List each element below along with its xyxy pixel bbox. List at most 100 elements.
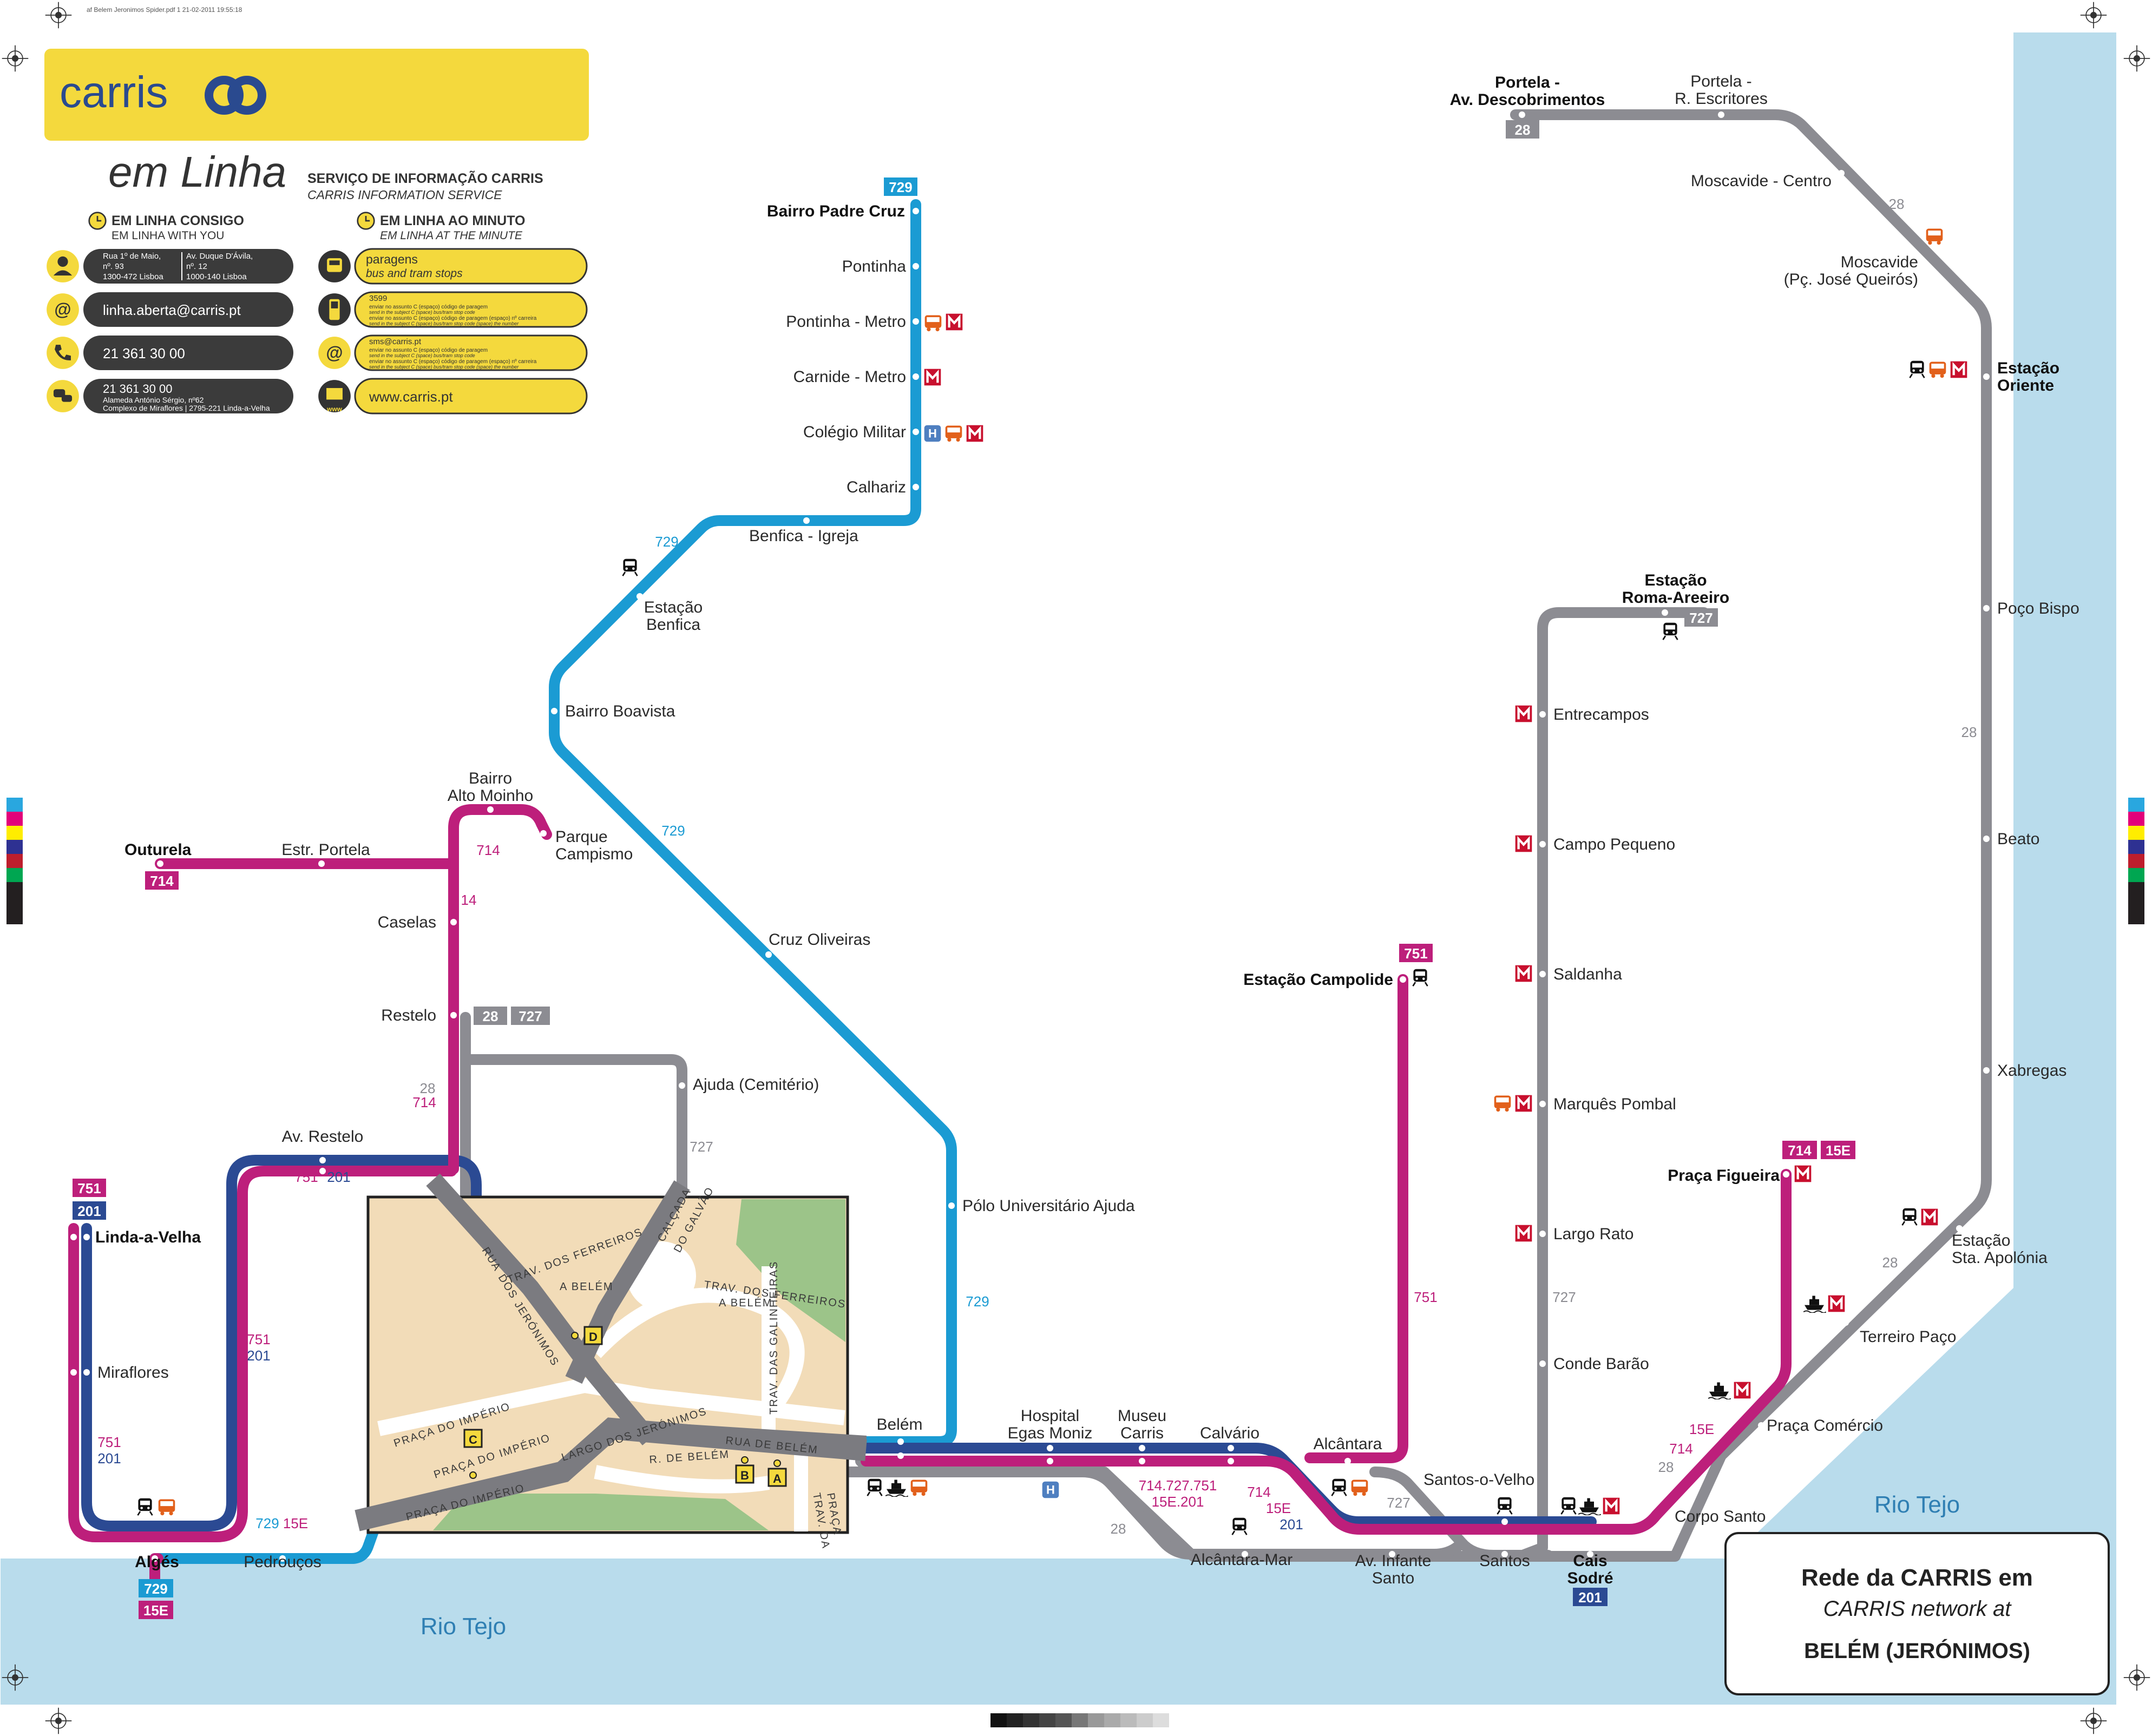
sms-email-icon <box>318 337 351 369</box>
web-pill[interactable] <box>354 378 588 415</box>
line-729-alges <box>149 1526 379 1575</box>
station-carnide-metro: Carnide - Metro <box>793 368 906 386</box>
badge-201-linda <box>73 1201 106 1220</box>
ferry-icon <box>1578 1497 1601 1515</box>
station-beato: Beato <box>1997 830 2039 848</box>
metro-icon <box>967 425 983 442</box>
registration-mark-icon <box>2079 1 2108 29</box>
bus-icon <box>1494 1095 1511 1112</box>
station-santos-velho: Santos-o-Velho <box>1423 1471 1534 1489</box>
paragens-pill[interactable] <box>354 248 588 285</box>
station-praca-figueira: Praça Figueira <box>1668 1167 1780 1185</box>
svg-text:729: 729 <box>889 179 912 195</box>
svg-text:3599: 3599 <box>369 294 387 303</box>
bus-icon <box>1351 1479 1368 1496</box>
svg-text:sms@carris.pt: sms@carris.pt <box>369 337 422 346</box>
email-text[interactable]: linha.aberta@carris.pt <box>103 302 241 318</box>
stop-marker-c <box>463 1429 483 1448</box>
line-751-campolide <box>1304 974 1408 1463</box>
station-conde-barao: Conde Barão <box>1553 1355 1649 1373</box>
line-727-east <box>1514 607 1709 1562</box>
svg-text:A BELÉM: A BELÉM <box>719 1297 773 1309</box>
stop-dots <box>70 111 1990 1562</box>
svg-text:send in the subject C (space): send in the subject C (space) bus/tram s… <box>369 321 519 326</box>
phone-pill[interactable] <box>83 336 293 370</box>
print-header: af Belem Jeronimos Spider.pdf 1 21-02-20… <box>87 6 242 14</box>
station-xabregas: Xabregas <box>1997 1062 2066 1080</box>
station-linda-a-velha: Linda-a-Velha <box>95 1228 201 1246</box>
station-bairro-alto-moinho-l1: Bairro <box>469 770 512 787</box>
badge-714-figueira <box>1782 1141 1817 1159</box>
svg-text:714: 714 <box>412 1094 436 1110</box>
user-icon <box>47 250 79 282</box>
svg-text:28: 28 <box>1882 1254 1898 1271</box>
bus-stop-icon <box>318 250 351 282</box>
station-miraflores: Miraflores <box>97 1364 169 1382</box>
badge-751-linda <box>73 1179 106 1197</box>
station-sta-apolonia-l2: Sta. Apolónia <box>1952 1249 2048 1267</box>
svg-text:729: 729 <box>255 1515 279 1531</box>
metro-icon <box>1515 1095 1532 1112</box>
email-pill[interactable] <box>83 292 293 327</box>
service-subtitle: CARRIS INFORMATION SERVICE <box>307 188 502 202</box>
station-av-infante-l1: Av. Infante <box>1355 1552 1432 1570</box>
bus-icon <box>158 1499 175 1516</box>
station-sta-apolonia-l1: Estação <box>1952 1232 2010 1250</box>
station-portela-escritores-l2: R. Escritores <box>1675 90 1768 108</box>
svg-text:send in the subject C (space): send in the subject C (space) bus/tram s… <box>369 310 475 315</box>
svg-text:751: 751 <box>294 1169 318 1185</box>
svg-text:751: 751 <box>77 1180 101 1196</box>
station-roma-areeiro-l1: Estação <box>1644 571 1707 589</box>
metro-icon <box>946 314 963 331</box>
registration-mark-icon <box>44 1 73 29</box>
stop-marker-a <box>767 1468 787 1487</box>
svg-text:15E: 15E <box>1689 1421 1714 1437</box>
station-av-infante-l2: Santo <box>1372 1569 1414 1587</box>
svg-text:28: 28 <box>420 1080 436 1096</box>
svg-text:send in the subject C (space): send in the subject C (space) bus/tram s… <box>369 353 475 358</box>
sms-3599-pill[interactable] <box>354 291 588 328</box>
station-portela-descobrimentos-l2: Av. Descobrimentos <box>1450 91 1605 109</box>
web-link[interactable]: www.carris.pt <box>369 389 453 405</box>
sms-email-pill[interactable] <box>354 334 588 371</box>
svg-text:714: 714 <box>1788 1142 1812 1159</box>
svg-text:enviar no assunto C (espaço) c: enviar no assunto C (espaço) código de p… <box>369 315 537 321</box>
registration-mark-icon <box>44 1707 73 1735</box>
registration-mark-icon <box>2123 44 2151 73</box>
station-saldanha: Saldanha <box>1553 965 1622 983</box>
svg-text:201: 201 <box>1578 1589 1602 1606</box>
carris-logo-box <box>44 49 589 141</box>
svg-text:A: A <box>773 1472 782 1485</box>
station-alcantara-mar: Alcântara-Mar <box>1191 1551 1292 1569</box>
badge-729-top <box>884 177 917 196</box>
gray-scale-bar <box>990 1713 1169 1727</box>
consigo-title: EM LINHA CONSIGO <box>111 213 244 228</box>
station-moscavide-l2: (Pç. José Queirós) <box>1784 271 1918 288</box>
line-28 <box>855 109 1992 1562</box>
badge-201-cais-sodre <box>1573 1588 1608 1606</box>
svg-text:send in the subject C (space): send in the subject C (space) bus/tram s… <box>369 364 519 370</box>
svg-text:enviar no assunto C (espaço) c: enviar no assunto C (espaço) código de p… <box>369 347 488 353</box>
station-estacao-campolide: Estação Campolide <box>1243 971 1393 989</box>
station-oriente-l2: Oriente <box>1997 377 2054 394</box>
metro-icon <box>1828 1296 1845 1312</box>
station-parque-campismo-l2: Campismo <box>555 845 633 863</box>
stop-marker-b <box>735 1464 754 1484</box>
station-outurela: Outurela <box>124 841 192 859</box>
svg-text:714: 714 <box>150 873 174 889</box>
station-labels: Bairro Padre Cruz Pontinha Pontinha - Me… <box>95 73 2079 1587</box>
bus-icon <box>945 425 962 442</box>
em-linha-logo: em Linha <box>108 148 286 196</box>
phone-text[interactable]: 21 361 30 00 <box>103 345 185 361</box>
svg-text:28: 28 <box>1111 1521 1126 1537</box>
train-icon <box>137 1497 153 1516</box>
badge-727-roma <box>1684 608 1718 627</box>
svg-text:201: 201 <box>247 1347 270 1364</box>
svg-text:28: 28 <box>1889 196 1905 212</box>
svg-text:201: 201 <box>97 1450 121 1467</box>
metro-icon <box>1921 1209 1938 1226</box>
station-parque-campismo-l1: Parque <box>555 828 608 846</box>
bus-icon <box>1926 228 1943 245</box>
svg-text:28: 28 <box>1515 122 1531 138</box>
